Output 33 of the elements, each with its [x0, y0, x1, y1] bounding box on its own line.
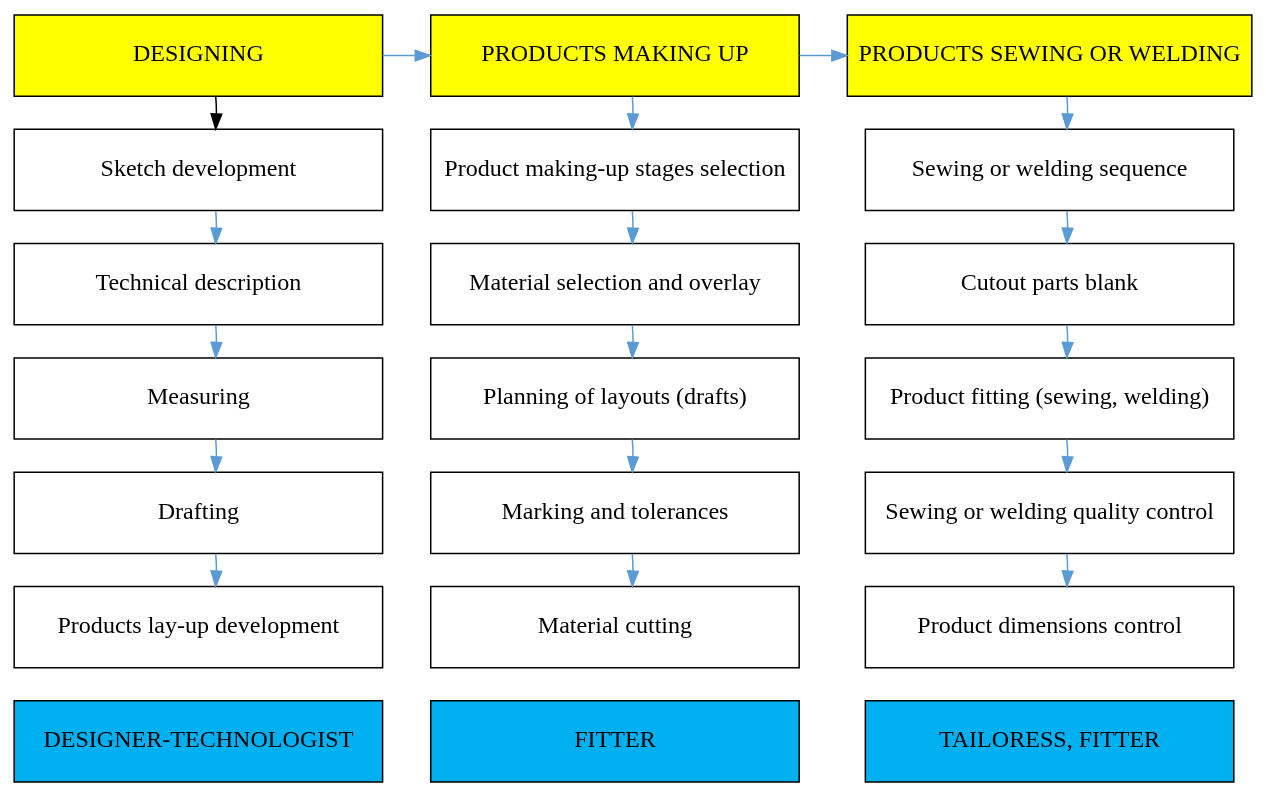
arrow — [210, 438, 223, 474]
node-box: TAILORESS, FITTER — [864, 699, 1235, 783]
node-box: Material selection and overlay — [430, 242, 800, 326]
node-box: Product dimensions control — [864, 585, 1235, 668]
arrow — [210, 95, 223, 131]
node-box: Measuring — [13, 356, 384, 440]
node-box: Product fitting (sewing, welding) — [864, 356, 1235, 440]
arrow — [626, 552, 640, 588]
arrow — [626, 324, 640, 360]
arrow — [210, 209, 223, 246]
node-box: Sewing or welding quality control — [864, 470, 1235, 554]
node-box: Products lay-up development — [13, 585, 384, 668]
node-box: Planning of layouts (drafts) — [430, 356, 800, 440]
node-box: FITTER — [430, 699, 800, 783]
node-box: Cutout parts blank — [864, 242, 1235, 326]
arrow — [626, 209, 640, 246]
node-box: Drafting — [13, 470, 384, 554]
node-box: Material cutting — [430, 585, 800, 668]
node-box: Sewing or welding sequence — [864, 128, 1235, 211]
node-box: Product making-up stages selection — [430, 128, 800, 211]
arrow — [626, 438, 640, 474]
arrow — [210, 324, 223, 360]
node-box: DESIGNING — [13, 13, 384, 97]
arrow — [381, 48, 433, 62]
node-box: Marking and tolerances — [430, 470, 800, 554]
node-box: PRODUCTS MAKING UP — [430, 13, 800, 97]
arrow — [626, 95, 640, 131]
arrow — [210, 552, 223, 588]
node-box: DESIGNER-TECHNOLOGIST — [13, 699, 384, 783]
node-box: Sketch development — [13, 128, 384, 211]
node-box: PRODUCTS SEWING OR WELDING — [846, 13, 1253, 97]
node-box: Technical description — [13, 242, 384, 326]
arrow — [798, 48, 850, 62]
